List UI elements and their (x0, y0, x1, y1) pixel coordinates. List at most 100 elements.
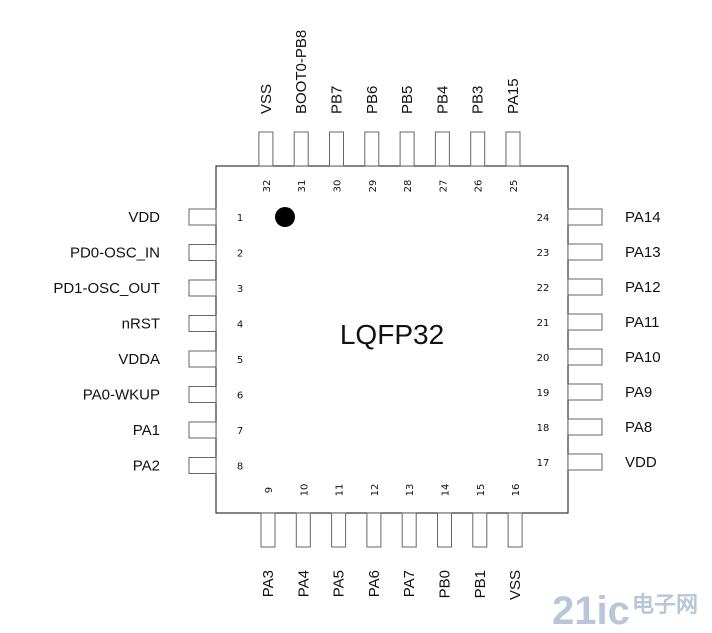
pin-31-lead (293, 131, 309, 167)
pin-19-number: 19 (537, 388, 550, 399)
pin-15-number: 15 (476, 484, 487, 497)
pin-13-number: 13 (405, 484, 416, 497)
pin-25-number: 25 (509, 180, 520, 193)
pin-27-lead (434, 131, 450, 167)
pin-17-lead (567, 453, 603, 471)
pin-32-number: 32 (262, 180, 273, 193)
pin-24-number: 24 (537, 213, 550, 224)
watermark-chinese: 电子网 (632, 592, 698, 617)
pin-12-number: 12 (370, 484, 381, 497)
pin-8-lead (188, 457, 217, 474)
pin-11-lead (331, 512, 347, 548)
pin-21-number: 21 (537, 318, 550, 329)
pin-22-number: 22 (537, 283, 550, 294)
pin-20-lead (567, 348, 603, 366)
watermark-number: 21ic (552, 589, 630, 633)
pin-31-name: BOOT0-PB8 (293, 30, 310, 114)
pin-30-number: 30 (333, 180, 344, 193)
pin-22-name: PA12 (625, 279, 661, 296)
pin-15-name: PB1 (472, 570, 489, 598)
pin-5-name: VDDA (118, 351, 160, 368)
pin-1-name: VDD (128, 209, 160, 226)
pin-9-lead (260, 512, 276, 548)
pin-15-lead (472, 512, 488, 548)
pin-16-number: 16 (511, 484, 522, 497)
pin-3-lead (188, 279, 217, 297)
pin-23-lead (567, 243, 603, 261)
pin-3-number: 3 (237, 284, 243, 295)
pin-21-name: PA11 (625, 314, 659, 331)
pin-5-lead (188, 350, 217, 368)
chip-label: LQFP32 (340, 319, 444, 350)
pin-20-number: 20 (537, 353, 550, 364)
pin-29-number: 29 (368, 180, 379, 193)
pin-14-lead (437, 512, 452, 548)
pin-19-lead (567, 383, 603, 401)
pin-2-name: PD0-OSC_IN (70, 245, 160, 262)
pin-2-number: 2 (237, 249, 243, 260)
pin-24-name: PA14 (625, 209, 661, 226)
pin-18-number: 18 (537, 423, 550, 434)
pin-9-name: PA3 (260, 570, 277, 597)
pin-10-lead (295, 512, 311, 548)
pin-6-number: 6 (237, 391, 243, 402)
pin-28-name: PB5 (399, 86, 416, 114)
pin-28-number: 28 (403, 180, 414, 193)
pin-25-lead (505, 131, 521, 167)
pin-7-name: PA1 (133, 422, 160, 439)
pin-23-name: PA13 (625, 244, 661, 261)
pin1-indicator-dot (275, 207, 295, 227)
pin-6-lead (188, 386, 217, 403)
pin-4-name: nRST (122, 316, 160, 333)
pin-18-lead (567, 418, 603, 436)
pin-8-number: 8 (237, 462, 243, 473)
pin-16-lead (507, 512, 523, 548)
pin-29-lead (364, 131, 380, 167)
pin-13-lead (401, 512, 417, 548)
pin-32-name: VSS (258, 84, 275, 114)
pin-20-name: PA10 (625, 349, 661, 366)
pin-24-lead (567, 208, 603, 226)
pin-18-name: PA8 (625, 419, 652, 436)
pin-3-name: PD1-OSC_OUT (53, 280, 160, 297)
pin-32-lead (258, 131, 274, 167)
pin-10-name: PA4 (295, 570, 312, 597)
pin-7-number: 7 (237, 426, 243, 437)
pin-14-number: 14 (441, 484, 452, 497)
pin-17-name: VDD (625, 454, 657, 471)
pin-9-number: 9 (264, 487, 275, 493)
pin-23-number: 23 (537, 248, 550, 259)
pin-21-lead (567, 313, 603, 331)
pin-7-lead (188, 421, 217, 439)
pin-16-name: VSS (507, 570, 524, 600)
pin-6-name: PA0-WKUP (83, 387, 160, 404)
pin-14-name: PB0 (437, 570, 454, 598)
pin-27-name: PB4 (434, 86, 451, 114)
pin-26-name: PB3 (470, 86, 487, 114)
pin-11-number: 11 (335, 484, 346, 497)
pins-group: 1VDD2PD0-OSC_IN3PD1-OSC_OUT4nRST5VDDA6PA… (53, 30, 660, 600)
pin-28-lead (399, 131, 415, 167)
pin-4-lead (188, 315, 217, 332)
pin-5-number: 5 (237, 355, 243, 366)
pin-26-lead (470, 131, 486, 167)
pin-12-name: PA6 (366, 570, 383, 597)
watermark: 21ic 电子网 (552, 589, 698, 633)
pin-19-name: PA9 (625, 384, 652, 401)
pin-25-name: PA15 (505, 78, 522, 114)
pin-17-number: 17 (537, 458, 550, 469)
pin-4-number: 4 (237, 320, 243, 331)
pin-12-lead (366, 512, 382, 548)
pin-13-name: PA7 (401, 570, 418, 597)
chip-body (215, 165, 569, 514)
pin-2-lead (188, 244, 217, 261)
pin-29-name: PB6 (364, 86, 381, 114)
pin-1-lead (188, 208, 217, 226)
pin-31-number: 31 (297, 180, 308, 193)
pin-30-lead (329, 131, 344, 167)
pin-1-number: 1 (237, 213, 243, 224)
pin-10-number: 10 (299, 484, 310, 497)
pin-27-number: 27 (438, 180, 449, 193)
pin-30-name: PB7 (329, 86, 346, 114)
